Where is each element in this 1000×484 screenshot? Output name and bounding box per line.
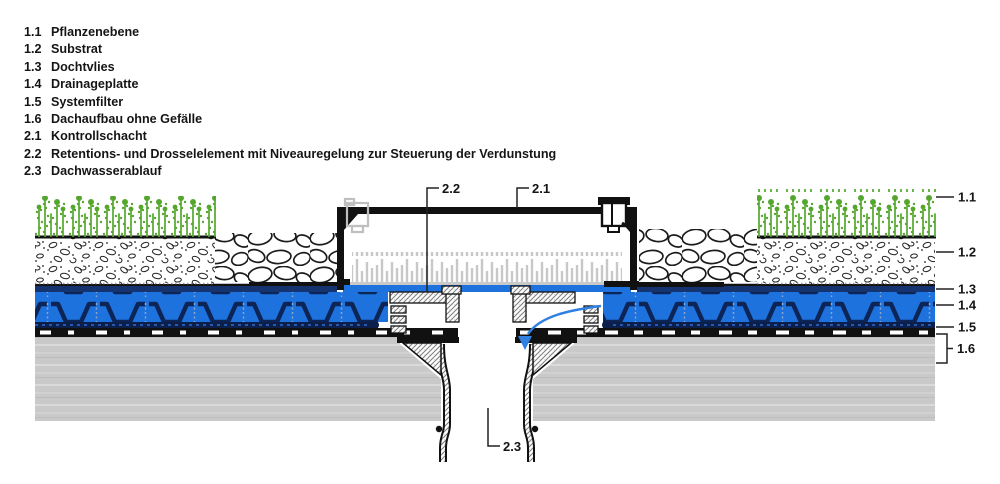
legend-item-number: 1.2 [24, 42, 42, 57]
legend-item-number: 2.3 [24, 164, 42, 179]
vegetation-layer [35, 189, 936, 237]
legend-item-number: 1.1 [24, 25, 42, 39]
bracket-1-6 [936, 333, 953, 364]
legend-item-label: Dachaufbau ohne Gefälle [51, 112, 203, 127]
legend: 1.1 Pflanzenebene 1.2 Substrat 1.3 Dochtvli… [24, 24, 556, 181]
legend-item: 1.5 Systemfilter [24, 94, 556, 111]
shaft-clamp-right [598, 197, 637, 234]
legend-item: 1.1 Pflanzenebene [24, 24, 556, 41]
drain-clip-right [531, 425, 539, 433]
shaft-base-flange-right [604, 281, 724, 287]
callout-1-3: 1.3 [958, 282, 976, 297]
legend-item-number: 1.4 [24, 77, 42, 92]
callout-1-6: 1.6 [957, 341, 975, 356]
legend-item: 2.2 Retentions- und Drosselelement mit Ni… [24, 146, 556, 163]
legend-item-label: Dachwasserablauf [51, 164, 162, 179]
legend-item-number: 1.6 [24, 112, 42, 127]
legend-item: 1.2 Substrat [24, 41, 556, 58]
drain-clip-left [435, 425, 443, 433]
gravel-strip [215, 229, 757, 282]
callout-1-2: 1.2 [958, 245, 976, 260]
control-shaft [249, 197, 724, 290]
roof-drain [397, 337, 577, 462]
shaft-clamp-left [343, 197, 370, 234]
concrete-deck [35, 337, 935, 421]
callout-2-2: 2.2 [442, 181, 460, 196]
legend-item-label: Retentions- und Drosselelement mit Nivea… [51, 146, 557, 161]
legend-item-label: Pflanzenebene [51, 25, 140, 39]
substrate-layer [35, 235, 936, 285]
legend-item-number: 2.2 [24, 146, 42, 161]
legend-item-label: Systemfilter [51, 94, 124, 109]
callout-2-3: 2.3 [503, 439, 521, 454]
callout-1-1: 1.1 [958, 190, 976, 205]
shaft-water-band [343, 284, 631, 292]
legend-item-label: Drainageplatte [51, 77, 139, 92]
callout-2-1: 2.1 [532, 181, 550, 196]
legend-item-label: Substrat [51, 42, 103, 57]
retention-throttle-element [389, 285, 599, 334]
legend-item: 1.4 Drainageplatte [24, 76, 556, 93]
system-filter-layer [35, 328, 935, 337]
legend-item: 1.6 Dachaufbau ohne Gefälle [24, 111, 556, 128]
legend-item: 1.3 Dochtvlies [24, 59, 556, 76]
legend-item: 2.1 Kontrollschacht [24, 128, 556, 145]
legend-item-number: 2.1 [24, 129, 42, 144]
callout-1-5: 1.5 [958, 320, 976, 335]
water-flow-arrow [518, 304, 602, 350]
legend-item-number: 1.3 [24, 59, 42, 74]
legend-item-label: Kontrollschacht [51, 129, 147, 144]
drainage-plate-layer [35, 292, 935, 329]
legend-item: 2.3 Dachwasserablauf [24, 163, 556, 180]
callouts: 2.2 2.1 2.3 1.1 1.2 1.3 1.4 1.5 1.6 [426, 181, 977, 454]
legend-item-label: Dochtvlies [51, 59, 115, 74]
callout-1-4: 1.4 [958, 298, 977, 313]
shaft-brush-filter [352, 252, 622, 284]
legend-item-number: 1.5 [24, 94, 42, 109]
